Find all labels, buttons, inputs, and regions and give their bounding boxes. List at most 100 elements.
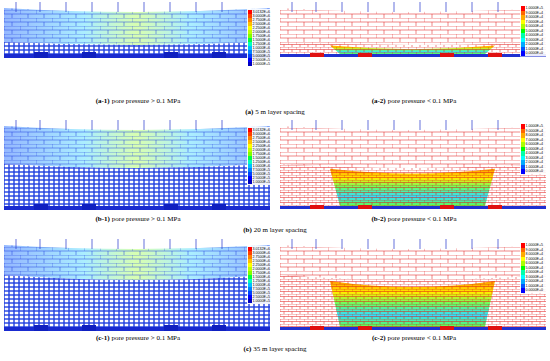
colorbar-value: 4.0000E+4: [526, 270, 544, 275]
colorbar-value: 0.0000E+0: [526, 169, 544, 174]
monitor-line: [316, 2, 317, 12]
panel-caption: (c-2)pore pressure < 0.1 MPa: [372, 334, 456, 342]
colorbar-value: 1.7500E+6: [253, 34, 271, 38]
coal-pillar: [488, 53, 502, 57]
caption-text: pore pressure > 0.1 MPa: [112, 215, 181, 223]
panel-caption: (a-1)pore pressure > 0.1 MPa: [96, 97, 181, 105]
colorbar-ground: [247, 127, 274, 185]
coal-seam: [280, 206, 546, 209]
colorbar-value: 2.5000E+5: [253, 176, 271, 180]
monitor-line: [420, 2, 421, 12]
overburden-blocks: [4, 126, 270, 168]
colorbar-value: 1.0000E+5: [253, 299, 271, 303]
colorbar-swatch: [248, 62, 252, 66]
panel-caption: (a)5 m layer spacing: [245, 108, 305, 116]
interlayer-blocks: [280, 164, 546, 206]
model-panel: [280, 239, 546, 330]
colorbar-value: 1.0000E+5: [526, 6, 544, 11]
coal-pillar: [164, 204, 178, 210]
coal-pillar: [82, 204, 96, 210]
monitor-line: [342, 239, 343, 249]
panel-tag: (c-1): [96, 334, 110, 342]
goaf-blocks: [330, 281, 495, 327]
caption-text: 20 m layer spacing: [254, 226, 307, 234]
colorbar-value: 1.0000E+4: [526, 165, 544, 170]
colorbar-value: 7.0000E+4: [526, 138, 544, 143]
colorbar-value: 5.0000E+4: [526, 266, 544, 271]
coal-pillar: [82, 52, 96, 58]
overburden-blocks: [280, 126, 546, 168]
colorbar-value: 6.0000E+4: [526, 142, 544, 147]
panel-tag: (b-2): [371, 215, 385, 223]
colorbar-value: 2.5000E+5: [253, 58, 271, 62]
coal-pillar: [212, 325, 226, 331]
monitor-line: [16, 239, 17, 249]
model-panel: [280, 120, 546, 209]
colorbar-value: 2.7500E+6: [253, 18, 271, 22]
colorbar-value: 2.0000E+6: [253, 30, 271, 34]
colorbar-value: 1.2500E+6: [253, 160, 271, 164]
panel-caption: (c)35 m layer spacing: [244, 345, 307, 353]
overburden-fill: [280, 126, 546, 168]
monitor-line: [222, 239, 223, 249]
colorbar-swatch: [248, 180, 252, 184]
colorbar-value: 2.5000E+6: [253, 22, 271, 26]
panel-tag: (a-1): [96, 97, 110, 105]
colorbar-value: 3.0000E+4: [526, 156, 544, 161]
overburden-blocks: [280, 8, 546, 45]
coal-pillar: [440, 205, 454, 209]
colorbar-value: 7.5000E+5: [253, 287, 271, 291]
colorbar-value: 1.5000E+6: [253, 275, 271, 279]
colorbar-value: 9.0000E+4: [526, 248, 544, 253]
colorbar-value: 0.0000E+0: [526, 51, 544, 56]
monitor-line: [16, 120, 17, 130]
overburden-fill: [4, 245, 270, 280]
colorbar-value: 2.2500E+6: [253, 26, 271, 30]
overburden-fill: [4, 8, 270, 45]
colorbar-value: 2.0000E+4: [526, 279, 544, 284]
monitor-line: [66, 120, 67, 130]
colorbar-value: 1.0000E+4: [526, 284, 544, 289]
colorbar-value: 7.0000E+4: [526, 20, 544, 25]
monitor-line: [196, 2, 197, 12]
monitor-line: [394, 2, 395, 12]
colorbar-value: 1.0000E+6: [253, 283, 271, 287]
panel-caption: (b)20 m layer spacing: [243, 226, 307, 234]
caption-text: pore pressure > 0.1 MPa: [112, 97, 181, 105]
model-panel: [280, 2, 546, 57]
caption-text: pore pressure < 0.1 MPa: [387, 334, 456, 342]
colorbar-value: 6.0000E+4: [526, 261, 544, 266]
panel-tag: (a-2): [372, 97, 386, 105]
overburden-fill: [280, 8, 546, 45]
monitor-line: [16, 2, 17, 12]
overburden-blocks: [4, 8, 270, 45]
colorbar-value: 4.0000E+4: [526, 151, 544, 156]
colorbar-value: 5.0000E+4: [526, 29, 544, 34]
colorbar-value: 9.0000E+4: [526, 129, 544, 134]
monitor-line: [472, 120, 473, 130]
colorbar-value: 1.0000E+5: [526, 124, 544, 129]
coal-pillar: [440, 53, 454, 57]
colorbar-value: 2.5000E+6: [253, 140, 271, 144]
monitor-line: [394, 239, 395, 249]
coal-pillar: [164, 325, 178, 331]
colorbar-value: 2.0000E+4: [526, 42, 544, 47]
colorbar-value: 5.0000E+5: [253, 172, 271, 176]
colorbar-swatch: [521, 288, 525, 293]
colorbar-value: 1.0000E+6: [253, 46, 271, 50]
colorbar-value: 4.0000E+4: [526, 33, 544, 38]
colorbar-swatch: [521, 51, 525, 56]
colorbar-value: 2.0000E+6: [253, 148, 271, 152]
goaf-blocks: [330, 169, 495, 206]
coal-pillar: [440, 326, 454, 330]
coal-pillar: [34, 325, 48, 331]
goaf-zone: [330, 46, 495, 54]
colorbar-value: 2.7500E+6: [253, 255, 271, 259]
colorbar-value: 1.2500E+6: [253, 42, 271, 46]
monitor-line: [292, 239, 293, 249]
coal-pillar: [310, 205, 324, 209]
coal-pillar: [34, 204, 48, 210]
colorbar-value: 5.0000E+5: [253, 291, 271, 295]
monitor-line: [144, 120, 145, 130]
